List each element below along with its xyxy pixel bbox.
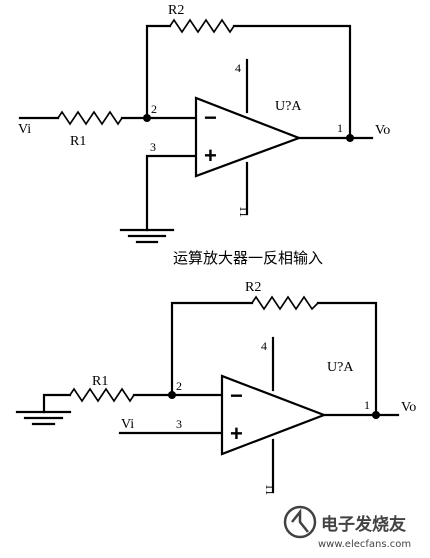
top-pin-vminus-label: 11 (237, 206, 251, 218)
top-inverting-node (143, 114, 151, 122)
bottom-output-node (372, 411, 380, 419)
top-vi-label: Vi (18, 122, 31, 137)
bottom-circuit: R2 R1 Vi 4 11 − + U?A 2 3 1 Vo (15, 280, 416, 496)
top-amp-label: U?A (275, 99, 302, 114)
bottom-pin-out-label: 1 (364, 398, 370, 412)
watermark-site: www.elecfans.com (318, 539, 411, 550)
top-ground-symbol (119, 228, 175, 244)
top-plus-sign: + (204, 143, 217, 168)
bottom-vi-label: Vi (121, 417, 134, 432)
top-circuit-caption: 运算放大器一反相输入 (173, 249, 323, 267)
top-r2-label: R2 (168, 3, 184, 18)
top-pin-out-label: 1 (337, 121, 343, 135)
top-minus-sign: − (204, 105, 217, 130)
bottom-r1-resistor (69, 387, 135, 403)
bottom-opamp-symbol (220, 374, 328, 456)
watermark-brand: 电子发烧友 (321, 514, 406, 535)
top-r1-resistor (57, 110, 123, 126)
bottom-plus-sign: + (230, 421, 243, 446)
bottom-feedback-wire-left (170, 301, 254, 397)
top-circuit: R2 R1 Vi 4 11 − + U?A 2 3 1 Vo (18, 3, 390, 244)
top-feedback-wire-right (232, 24, 352, 140)
bottom-pin-noninv-label: 3 (176, 417, 182, 431)
bottom-vo-label: Vo (401, 400, 416, 415)
bottom-minus-sign: − (230, 383, 243, 408)
bottom-r1-label: R1 (92, 374, 108, 389)
bottom-ground-wire (42, 393, 72, 414)
bottom-inverting-node (168, 391, 176, 399)
top-output-node (346, 134, 354, 142)
bottom-amp-label: U?A (327, 360, 354, 375)
top-pin-inv-label: 2 (151, 102, 157, 116)
top-r1-label: R1 (70, 134, 86, 149)
bottom-pin-vplus-label: 4 (261, 339, 267, 353)
bottom-pin-vminus-label: 11 (263, 484, 277, 496)
top-vo-label: Vo (375, 123, 390, 138)
bottom-ground-symbol (15, 410, 72, 426)
top-feedback-wire-left (145, 24, 172, 120)
watermark-logo-icon (283, 505, 317, 539)
bottom-pin-inv-label: 2 (176, 379, 182, 393)
top-pin-noninv-label: 3 (150, 140, 156, 154)
bottom-r2-resistor (251, 295, 319, 311)
top-r2-resistor (169, 18, 235, 34)
bottom-feedback-wire-right (316, 301, 378, 414)
top-noninv-wire (145, 154, 198, 232)
top-pin-vplus-label: 4 (235, 61, 241, 75)
top-opamp-symbol (194, 96, 303, 178)
watermark: 电子发烧友 www.elecfans.com (283, 505, 411, 550)
bottom-r2-label: R2 (245, 280, 261, 295)
